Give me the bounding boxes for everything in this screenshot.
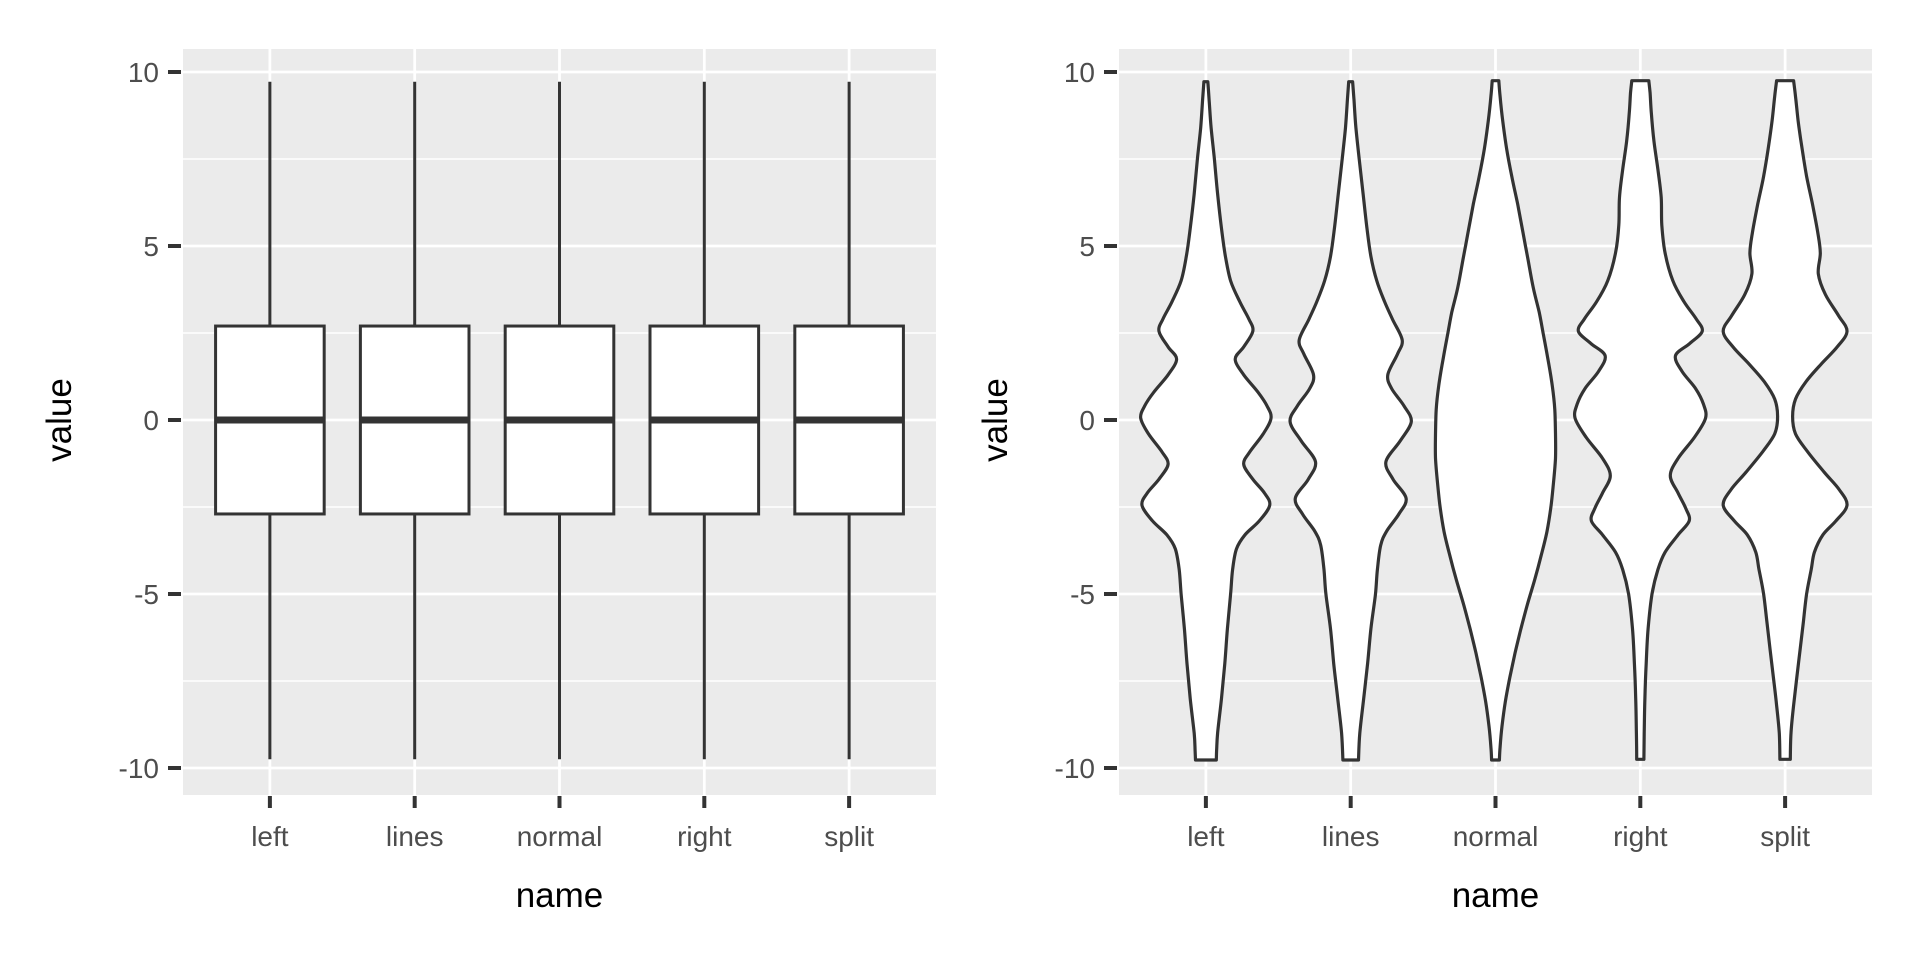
violin-split xyxy=(1721,79,1849,761)
x-tick-label: left xyxy=(1187,821,1225,852)
y-tick-label: -10 xyxy=(119,753,159,784)
x-tick-label: right xyxy=(1613,821,1668,852)
x-tick-label: left xyxy=(251,821,289,852)
y-tick-label: -10 xyxy=(1055,753,1095,784)
y-tick-label: 10 xyxy=(128,57,159,88)
x-axis-title: name xyxy=(516,876,604,915)
violin-right xyxy=(1572,79,1708,761)
y-tick-label: 5 xyxy=(143,231,159,262)
x-tick-label: split xyxy=(1760,821,1810,852)
x-tick-label: lines xyxy=(1322,821,1380,852)
y-tick-label: -5 xyxy=(1070,579,1095,610)
x-tick-label: normal xyxy=(517,821,603,852)
violin-left xyxy=(1139,80,1273,762)
violin-normal xyxy=(1433,79,1558,762)
x-axis-title: name xyxy=(1452,876,1540,915)
x-tick-label: right xyxy=(677,821,732,852)
x-tick-label: normal xyxy=(1453,821,1539,852)
y-axis-title: value xyxy=(976,378,1015,462)
violin-lines xyxy=(1288,80,1413,762)
x-tick-label: split xyxy=(824,821,874,852)
y-tick-label: 0 xyxy=(1079,405,1095,436)
x-tick-label: lines xyxy=(386,821,444,852)
y-tick-label: 5 xyxy=(1079,231,1095,262)
y-tick-label: 10 xyxy=(1064,57,1095,88)
y-tick-label: -5 xyxy=(134,579,159,610)
y-axis-title: value xyxy=(40,378,79,462)
y-tick-label: 0 xyxy=(143,405,159,436)
